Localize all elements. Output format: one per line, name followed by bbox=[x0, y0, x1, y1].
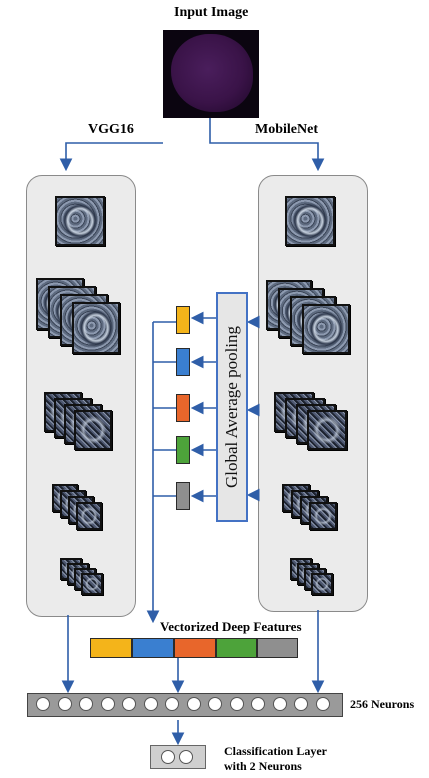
feature-chip-gray bbox=[176, 482, 190, 510]
global-average-pooling-label: Global Average pooling bbox=[222, 325, 241, 489]
vgg16-feature-map-3d bbox=[74, 410, 112, 450]
mobilenet-feature-map-1 bbox=[285, 196, 335, 246]
dense-neuron bbox=[229, 697, 244, 711]
global-average-pooling-block: Global Average pooling bbox=[216, 292, 248, 522]
arrow-input-to-mobilenet bbox=[209, 118, 325, 172]
feature-chip-orange bbox=[176, 394, 190, 422]
classification-label-line2: with 2 Neurons bbox=[224, 759, 302, 773]
neurons-label: 256 Neurons bbox=[350, 697, 415, 711]
mobilenet-feature-map-4d bbox=[309, 502, 337, 530]
feature-segment-blue bbox=[132, 638, 174, 658]
mobilenet-feature-map-3d bbox=[307, 410, 347, 450]
input-image bbox=[163, 30, 259, 118]
mobilenet-label: MobileNet bbox=[255, 122, 318, 137]
feature-segment-gray bbox=[257, 638, 298, 658]
dense-neuron bbox=[315, 697, 330, 711]
feature-segment-yellow bbox=[90, 638, 132, 658]
dense-neuron bbox=[122, 697, 136, 711]
vgg16-label: VGG16 bbox=[88, 122, 134, 137]
vgg16-feature-map-4d bbox=[76, 502, 102, 530]
dense-neuron bbox=[143, 697, 158, 711]
feature-chip-blue bbox=[176, 348, 190, 376]
output-neuron bbox=[179, 750, 193, 764]
input-image-title: Input Image bbox=[174, 5, 249, 20]
vectorized-deep-features-bar bbox=[90, 638, 298, 658]
dense-neuron bbox=[79, 697, 93, 711]
classification-layer bbox=[150, 745, 206, 769]
dense-neuron bbox=[251, 697, 265, 711]
feature-segment-green bbox=[216, 638, 257, 658]
feature-chip-yellow bbox=[176, 306, 190, 334]
dense-neuron bbox=[100, 697, 115, 711]
output-neuron bbox=[161, 750, 175, 764]
vgg16-feature-map-1 bbox=[55, 196, 105, 246]
dense-neuron bbox=[208, 697, 222, 711]
vgg16-feature-map-5d bbox=[81, 573, 103, 595]
feature-chip-green bbox=[176, 436, 190, 464]
arrow-input-to-vgg16 bbox=[59, 142, 163, 172]
classification-label-line1: Classification Layer bbox=[224, 744, 327, 758]
mobilenet-feature-map-2d bbox=[302, 304, 350, 354]
dense-neuron bbox=[57, 697, 72, 711]
dense-neuron bbox=[165, 697, 179, 711]
vgg16-feature-map-2d bbox=[72, 302, 120, 354]
dense-neuron bbox=[294, 697, 308, 711]
dense-neuron bbox=[272, 697, 287, 711]
dense-neuron bbox=[36, 697, 50, 711]
dense-layer-256 bbox=[27, 693, 343, 717]
feature-segment-orange bbox=[174, 638, 216, 658]
mobilenet-feature-map-5d bbox=[311, 573, 333, 595]
vectorized-deep-features-label: Vectorized Deep Features bbox=[160, 619, 302, 634]
dense-neuron bbox=[186, 697, 201, 711]
